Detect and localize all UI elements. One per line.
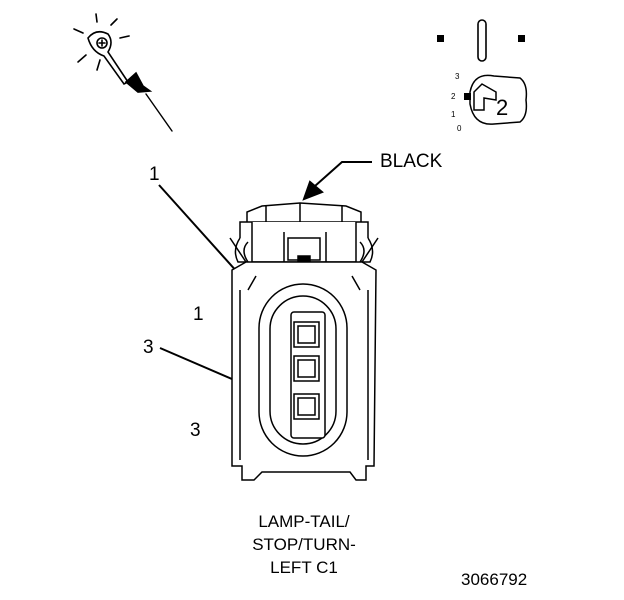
test-probe-icon (73, 13, 173, 132)
key-position-0: 0 (457, 124, 462, 133)
key-position-3: 3 (455, 72, 460, 81)
connector-title-line-3: LEFT C1 (270, 557, 338, 577)
side-label-pin-3: 3 (190, 420, 201, 441)
callout-pin-1: 1 (149, 164, 160, 185)
connector-title: LAMP-TAIL/ STOP/TURN- LEFT C1 (224, 511, 384, 580)
wire-color-label: BLACK (380, 151, 443, 172)
key-position-1: 1 (451, 110, 456, 119)
connector-face-view (229, 202, 379, 481)
figure-id: 3066792 (461, 570, 528, 589)
key-position-2: 2 (451, 92, 456, 101)
ignition-key-icon (437, 19, 528, 125)
side-label-pin-1: 1 (193, 304, 204, 325)
key-number: 2 (496, 95, 509, 120)
connector-title-line-2: STOP/TURN- (252, 534, 356, 554)
callout-pin-3: 3 (143, 337, 154, 358)
connector-title-line-1: LAMP-TAIL/ (258, 512, 350, 531)
